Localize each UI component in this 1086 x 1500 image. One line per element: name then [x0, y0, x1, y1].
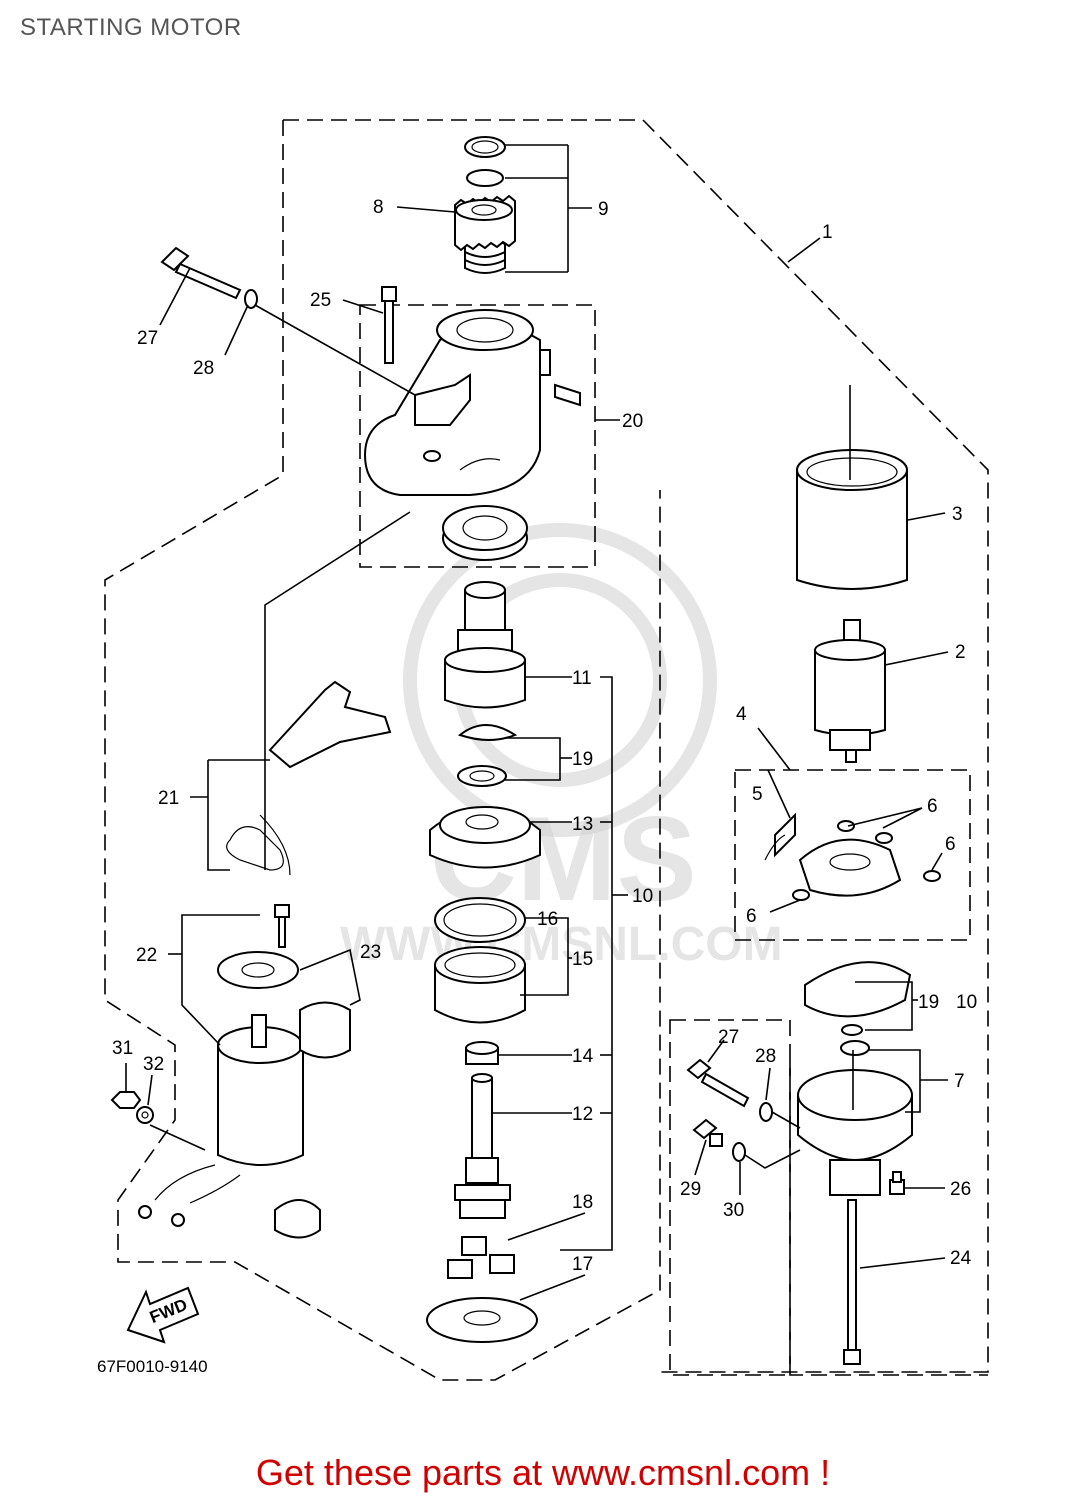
callout-labels: 1 2 3 4 5 6 6 6 7 8 9 10 10 11 12 13 14 …	[112, 197, 977, 1275]
callout-28b: 28	[755, 1046, 776, 1067]
part-26-screw	[889, 1171, 905, 1195]
callout-23: 23	[360, 942, 381, 963]
callout-3: 3	[952, 504, 963, 525]
part-21-shift-lever	[226, 680, 392, 876]
callout-4: 4	[736, 704, 747, 725]
callout-6b: 6	[945, 834, 956, 855]
callout-8: 8	[373, 197, 384, 218]
part-23-grommet	[299, 1001, 351, 1059]
fwd-arrow: FWD	[126, 1286, 200, 1344]
callout-1: 1	[822, 222, 833, 243]
callout-12: 12	[572, 1104, 593, 1125]
part-27-bolt-right	[686, 1058, 750, 1108]
callout-20: 20	[622, 411, 643, 432]
part-28-washer	[244, 289, 258, 309]
part-19-clips	[457, 724, 518, 787]
callout-14: 14	[572, 1046, 594, 1067]
callout-7: 7	[954, 1071, 965, 1092]
footer-promo-link[interactable]: Get these parts at www.cmsnl.com !	[255, 1452, 831, 1493]
part-31-nut	[110, 1091, 142, 1109]
part-bearing	[442, 505, 528, 561]
part-14-bushing	[465, 1041, 499, 1065]
callout-27b: 27	[718, 1027, 739, 1048]
callout-19a: 19	[572, 749, 593, 770]
part-28-washer-right	[759, 1102, 773, 1122]
part-29-bolt	[692, 1118, 723, 1147]
part-9-pinion-set	[464, 136, 506, 274]
part-22-switch	[138, 904, 304, 1227]
callout-31: 31	[112, 1038, 133, 1059]
callout-16: 16	[537, 909, 558, 930]
callout-6c: 6	[746, 906, 757, 927]
part-18-planet-gears	[447, 1236, 515, 1279]
callout-29: 29	[680, 1179, 701, 1200]
callout-28a: 28	[193, 358, 214, 379]
callout-18: 18	[572, 1192, 593, 1213]
callout-10a: 10	[632, 886, 653, 907]
part-4-brush-holder	[798, 838, 902, 897]
callout-25: 25	[310, 290, 331, 311]
part-15-internal-gear	[434, 946, 526, 1024]
callout-22: 22	[136, 945, 157, 966]
part-16-ring	[434, 897, 526, 943]
part-25-long-bolt	[381, 286, 397, 364]
part-boot	[274, 1199, 321, 1239]
group-boundaries	[104, 119, 989, 1381]
part-11-clutch-shaft	[444, 581, 526, 709]
callout-26: 26	[950, 1179, 971, 1200]
callout-10b: 10	[956, 992, 977, 1013]
part-2-armature	[814, 619, 886, 763]
callout-6a: 6	[927, 796, 938, 817]
part-24-through-bolt	[843, 1199, 861, 1365]
part-30-washer	[732, 1142, 746, 1162]
part-19-plate-right	[804, 961, 912, 1036]
page-title: STARTING MOTOR	[20, 14, 242, 41]
part-27-bolt	[160, 246, 242, 300]
leader-lines	[125, 144, 949, 1301]
part-12-planet-shaft	[454, 1073, 511, 1219]
part-3-yoke	[796, 449, 908, 590]
callout-27a: 27	[137, 328, 158, 349]
callout-9: 9	[598, 199, 609, 220]
callout-5: 5	[752, 784, 763, 805]
callout-24: 24	[950, 1248, 972, 1269]
callout-15: 15	[572, 949, 593, 970]
callout-11: 11	[572, 668, 592, 689]
part-32-washer	[136, 1106, 154, 1124]
callout-19b: 19	[918, 992, 939, 1013]
callout-2: 2	[955, 642, 966, 663]
watermark: CMS WWW.CMSNL.COM	[340, 523, 783, 971]
part-20-front-housing	[363, 309, 581, 496]
watermark-text: WWW.CMSNL.COM	[340, 918, 783, 971]
part-8-pinion-gear	[454, 194, 516, 252]
part-7-end-cover	[797, 1040, 913, 1196]
part-13-bracket	[429, 806, 541, 869]
callout-30: 30	[723, 1200, 744, 1221]
callout-17: 17	[572, 1254, 593, 1275]
callout-21: 21	[158, 788, 179, 809]
diagram-code: 67F0010-9140	[97, 1357, 208, 1376]
part-5-brush-lead	[764, 812, 796, 861]
part-6-brushes	[792, 820, 941, 901]
callout-32: 32	[143, 1054, 164, 1075]
part-17-plate	[426, 1297, 538, 1343]
callout-13: 13	[572, 814, 593, 835]
